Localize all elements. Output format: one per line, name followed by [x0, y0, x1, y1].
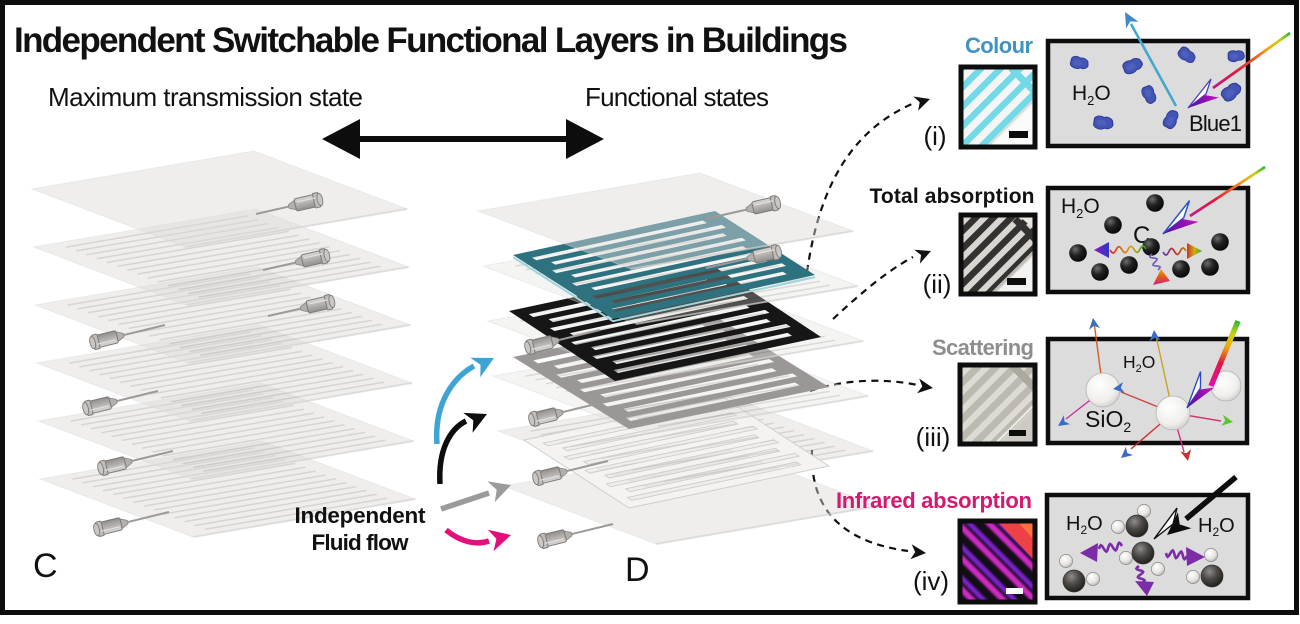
svg-text:Independent Switchable Functio: Independent Switchable Functional Layers…: [14, 21, 848, 60]
svg-text:Colour: Colour: [965, 33, 1033, 58]
svg-text:C: C: [33, 547, 58, 585]
svg-text:H2O: H2O: [1123, 352, 1155, 375]
svg-text:(ii): (ii): [923, 269, 952, 299]
svg-text:H2O: H2O: [1066, 513, 1103, 537]
svg-text:Blue1: Blue1: [1189, 111, 1242, 136]
svg-text:D: D: [625, 551, 650, 589]
svg-text:Maximum transmission state: Maximum transmission state: [48, 82, 363, 112]
svg-text:Fluid flow: Fluid flow: [312, 530, 409, 555]
svg-text:(iv): (iv): [913, 566, 949, 596]
svg-text:Infrared absorption: Infrared absorption: [836, 488, 1032, 513]
svg-text:Functional states: Functional states: [585, 82, 769, 112]
svg-text:(i): (i): [923, 121, 946, 151]
svg-text:Independent: Independent: [295, 503, 427, 528]
svg-text:Total absorption: Total absorption: [870, 185, 1035, 208]
svg-text:H2O: H2O: [1198, 515, 1235, 539]
svg-text:Scattering: Scattering: [932, 335, 1034, 360]
svg-text:(iii): (iii): [916, 422, 951, 452]
